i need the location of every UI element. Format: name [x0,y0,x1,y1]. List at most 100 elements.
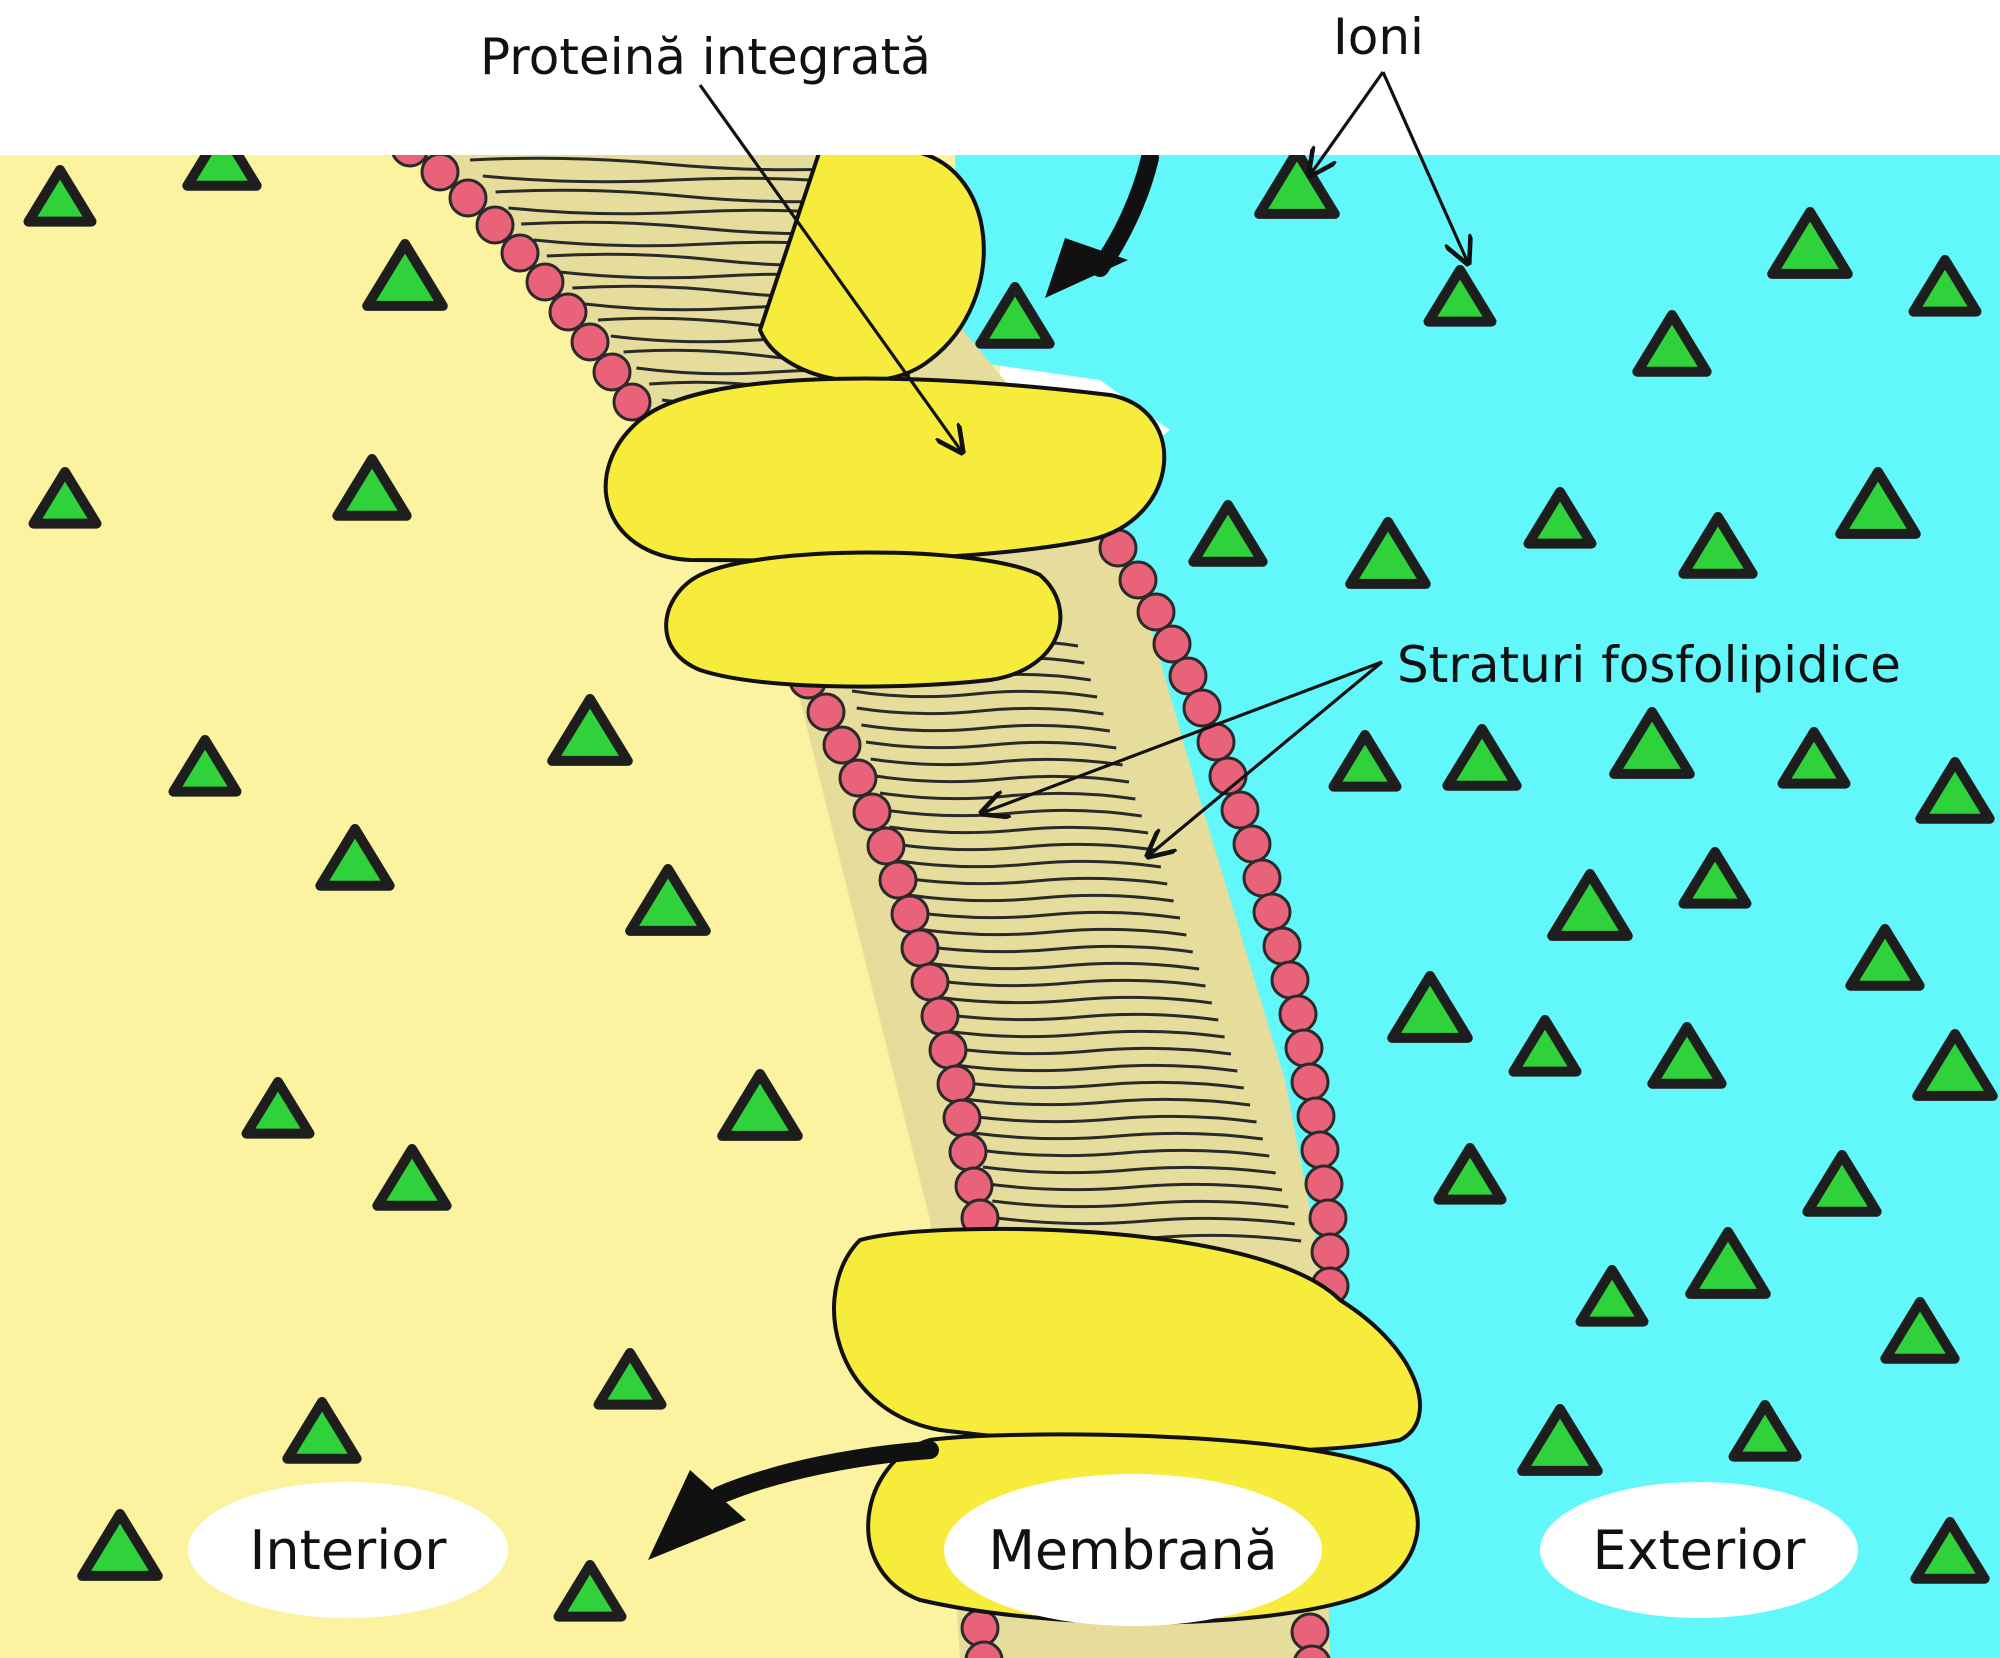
lipid-tail [851,689,1098,699]
triangle-ion-icon [1685,1227,1771,1299]
triangle-ion-icon [553,1560,627,1622]
phosphate-head [1290,1062,1330,1102]
phosphate-head [1252,892,1292,932]
phosphate-head [1220,790,1260,830]
phosphate-head [866,826,906,866]
phosphate-head [1293,1644,1331,1658]
phosphate-head [570,322,610,362]
phosphate-head [1290,1612,1330,1652]
triangle-ion-icon [625,864,711,936]
phosphate-head [838,758,878,798]
triangle-ion-icon [1575,1265,1649,1327]
lipid-tails [469,156,1302,1243]
lipid-tail [982,1165,1276,1175]
triangle-ion-icon [1647,1022,1727,1089]
ions-layer [23,155,1998,1622]
triangle-ion-icon [1609,707,1695,779]
lipid-tail [949,1046,1232,1056]
label-ions: Ioni [1333,8,1424,66]
label-phospholipid-layers: Straturi fosfolipidice [1397,636,1901,694]
triangle-ion-icon [1328,730,1402,792]
phosphate-head [420,155,460,192]
phosphate-head [910,962,950,1002]
triangle-ion-icon [1345,517,1431,589]
lipid-tail [964,1097,1251,1107]
lipid-tail [898,859,1162,869]
phosphate-head [612,382,652,422]
triangle-ion-icon [1188,500,1268,567]
phosphate-head [1262,926,1302,966]
triangle-ion-icon [1835,467,1921,539]
phosphate-head [878,860,918,900]
lipid-tail [482,174,864,186]
triangle-ion-icon [23,165,97,227]
triangle-ion-icon [315,824,395,891]
lipid-tail [917,927,1187,937]
pointer-lipid-1 [982,660,1383,813]
lipid-tail [903,876,1168,886]
triangle-ion-icon [168,735,242,797]
phosphate-head [1270,960,1310,1000]
triangle-ion-icon [1547,869,1633,941]
triangle-ion-icon [1802,1150,1882,1217]
phosphate-head [942,1098,982,1138]
phosphate-head [1182,688,1222,728]
phosphate-head [500,233,540,273]
lipid-tail [870,757,1123,767]
lipid-tail [935,995,1213,1005]
triangle-ion-icon [362,239,448,311]
lipid-tail [992,1199,1289,1209]
phosphate-head [391,155,429,168]
phosphate-head [806,692,846,732]
pill-exterior-label: Exterior [1592,1518,1806,1582]
lipid-tail [907,893,1174,903]
label-integrated-protein: Proteină integrată [480,28,931,86]
triangle-ion-icon [77,1509,163,1581]
phosphate-head [1152,624,1192,664]
triangle-ion-icon [1632,310,1712,377]
triangle-ion-icon [372,1144,452,1211]
phosphate-head [592,352,632,392]
lipid-tail [954,1063,1238,1073]
pill-interior-label: Interior [249,1518,447,1582]
phosphate-head [1300,1130,1340,1170]
pill-membrane: Membrană [944,1474,1322,1626]
lipid-tail [884,808,1142,818]
triangle-ion-icon [1433,1143,1507,1205]
phosphate-head [948,1132,988,1172]
lipid-tail [978,1148,1270,1158]
triangle-ion-icon [1880,1297,1960,1364]
phosphate-head [1296,1096,1336,1136]
phosphate-head [928,1030,968,1070]
phosphate-head [964,1640,1004,1658]
triangle-ion-icon [1915,757,1995,824]
triangle-ion-icon [717,1069,803,1141]
triangle-ion-icon [1523,487,1597,549]
triangle-ion-icon [1442,724,1522,791]
triangle-ion-icon [1912,1029,1998,1101]
pointer-protein [698,84,962,452]
triangle-ion-icon [241,1077,315,1139]
phosphate-head [448,178,488,218]
triangle-ion-icon [282,1397,362,1464]
triangle-ion-icon [1777,727,1851,789]
lipid-tail [921,944,1193,954]
triangle-ion-icon [1908,255,1982,317]
pointer-lipid-2 [1148,660,1384,856]
triangle-ion-icon [975,282,1055,349]
annotation-pointers [698,71,1468,856]
phosphate-head [1168,656,1208,696]
triangle-ion-icon [593,1348,667,1410]
lipid-tail [987,1182,1283,1192]
triangle-ion-icon [1508,1015,1582,1077]
phosphate-head [822,725,862,765]
lipid-tail [861,723,1111,733]
phosphate-head [890,894,930,934]
pill-interior: Interior [188,1482,508,1618]
phosphate-head [954,1166,994,1206]
curved-arrow-icon [648,1441,939,1560]
phosphate-head [1308,1198,1348,1238]
curved-arrow-icon [1045,155,1159,298]
phosphate-head [1242,858,1282,898]
